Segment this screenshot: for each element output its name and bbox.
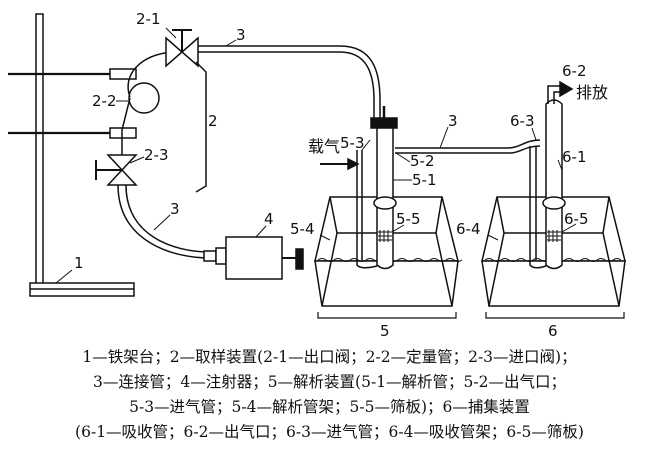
caption-line-4: (6-1—吸收管；6-2—出气口；6-3—进气管；6-4—吸收管架；6-5—筛板… <box>75 423 584 441</box>
label-outlet-valve: 2-1 <box>136 10 161 28</box>
label-quant-tube: 2-2 <box>92 92 117 110</box>
label-desorb-rack: 5-4 <box>290 220 315 238</box>
label-connector-left: 3 <box>170 200 180 218</box>
label-desorb-inlet: 5-3 <box>340 134 365 152</box>
label-exhaust: 排放 <box>576 83 608 102</box>
label-connector-right: 3 <box>448 112 458 130</box>
caption-line-1: 1—铁架台；2—取样装置(2-1—出口阀；2-2—定量管；2-3—进口阀)； <box>82 348 577 366</box>
label-desorb-device: 5 <box>380 322 390 340</box>
quantitative-tube <box>128 82 160 114</box>
label-absorb-inlet: 6-3 <box>510 112 535 130</box>
label-inlet-valve: 2-3 <box>144 146 169 164</box>
capture-device <box>481 80 626 319</box>
label-connector-top: 3 <box>236 26 246 44</box>
label-sampler: 2 <box>208 112 218 130</box>
syringe <box>203 236 304 280</box>
label-desorb-tube: 5-1 <box>412 171 437 189</box>
label-desorb-sieve: 5-5 <box>396 210 421 228</box>
desorption-device <box>314 106 463 319</box>
caption-line-2: 3—连接管；4—注射器；5—解析装置(5-1—解析管；5-2—出气口； <box>92 373 567 391</box>
label-syringe: 4 <box>264 210 274 228</box>
label-carrier-gas: 载气 <box>308 137 340 156</box>
label-capture-device: 6 <box>548 322 558 340</box>
iron-stand <box>8 13 137 297</box>
label-absorb-rack: 6-4 <box>456 220 481 238</box>
label-desorb-outlet: 5-2 <box>410 152 435 170</box>
leader-lines <box>55 27 577 284</box>
inlet-valve <box>95 154 138 186</box>
outlet-valve <box>165 29 199 68</box>
sampling-device <box>95 29 207 193</box>
label-absorb-tube: 6-1 <box>562 148 587 166</box>
label-stand: 1 <box>74 254 84 272</box>
label-absorb-outlet: 6-2 <box>562 62 587 80</box>
label-absorb-sieve: 6-5 <box>564 210 589 228</box>
caption-line-3: 5-3—进气管；5-4—解析管架；5-5—筛板)；6—捕集装置 <box>129 398 530 416</box>
